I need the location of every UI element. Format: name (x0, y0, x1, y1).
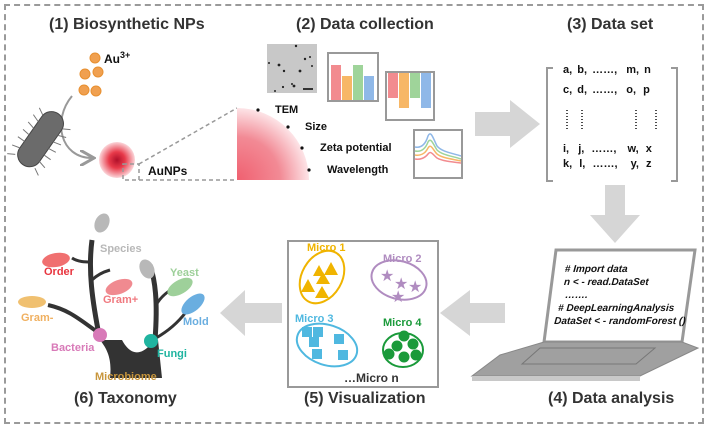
matrix-cell: w, (627, 143, 639, 155)
tem-image (267, 44, 317, 93)
matrix-cell: c, (563, 84, 573, 96)
matrix-cell: x (645, 143, 652, 155)
code-line: # Import data (564, 264, 628, 275)
step-title-biosynthetic: (1) Biosynthetic NPs (49, 16, 205, 33)
step-title-data-collection: (2) Data collection (296, 16, 434, 33)
code-line: ……. (564, 290, 589, 301)
taxon-bacteria: Bacteria (51, 342, 95, 354)
matrix-row-3: i, j, ……, w, x (563, 143, 652, 155)
svg-text:★: ★ (394, 274, 408, 293)
svg-text:★: ★ (380, 266, 394, 285)
matrix-cell: k, (563, 158, 573, 170)
taxon-gram-negative: Gram- (21, 312, 54, 324)
measurement-wavelength: Wavelength (327, 164, 389, 176)
step-title-visualization: (5) Visualization (304, 390, 426, 407)
matrix-cell: j, (578, 143, 585, 155)
matrix-cell: ……, (592, 84, 618, 96)
gold-nanoparticle (99, 142, 135, 178)
gold-ion-cluster (78, 52, 104, 97)
matrix-row-2: c, d, ……, o, p (563, 84, 650, 96)
matrix-vertical-dots (566, 110, 657, 130)
gold-ion-label: Au3+ (104, 50, 130, 66)
matrix-cell: z (645, 158, 652, 170)
taxon-microbiome: Microbiome (95, 371, 157, 383)
synthesis-arrow (60, 95, 92, 158)
step-title-taxonomy: (6) Taxonomy (74, 390, 177, 407)
matrix-cell: ……, (591, 143, 617, 155)
matrix-cell: p (643, 84, 650, 96)
step-title-data-analysis: (4) Data analysis (548, 390, 675, 407)
cluster-label-more: …Micro n (344, 371, 399, 385)
taxon-fungi: Fungi (157, 348, 187, 360)
matrix-cell: o, (626, 84, 636, 96)
laptop-icon (470, 248, 700, 381)
taxon-yeast: Yeast (170, 267, 199, 279)
code-line: n < - read.DataSet (563, 277, 650, 288)
zoom-lines (122, 107, 238, 181)
nanoparticle-magnified (237, 108, 309, 180)
matrix-cell: b, (577, 64, 588, 76)
cluster-label-micro-2: Micro 2 (383, 253, 422, 265)
bacterium-icon (7, 107, 71, 176)
matrix-cell: n (644, 64, 651, 76)
cluster-label-micro-1: Micro 1 (307, 242, 346, 254)
matrix-row-1: a, b, ……, m, n (563, 64, 651, 76)
matrix-cell: ……, (592, 158, 618, 170)
arrow-to-analysis (590, 185, 640, 243)
matrix-cell: y, (630, 158, 639, 170)
matrix-cell: d, (577, 84, 588, 96)
svg-text:★: ★ (391, 287, 405, 306)
measurement-tem: TEM (275, 104, 299, 116)
matrix-cell: l, (579, 158, 586, 170)
taxon-gram-positive: Gram+ (103, 294, 139, 306)
gold-ion-charge: 3+ (120, 50, 131, 60)
matrix-cell: m, (626, 64, 640, 76)
taxon-mold: Mold (183, 316, 209, 328)
matrix-row-4: k, l, ……, y, z (563, 158, 651, 170)
matrix-brackets (546, 67, 678, 182)
aunps-label: AuNPs (148, 164, 188, 178)
cluster-label-micro-3: Micro 3 (295, 313, 334, 325)
arrow-to-visualization (440, 290, 505, 336)
matrix-cell: a, (563, 64, 573, 76)
step-title-data-set: (3) Data set (567, 16, 654, 33)
spectrum-chart-icon (413, 129, 463, 179)
arrow-to-taxonomy (220, 290, 282, 336)
code-line: DataSet < - randomForest () (553, 316, 686, 327)
zeta-chart-icon (385, 71, 435, 121)
visualization-panel: ★★★★ (287, 240, 439, 388)
measurement-bullets (256, 108, 311, 172)
taxon-species: Species (100, 243, 142, 255)
taxonomy-tree (18, 213, 205, 378)
measurement-size: Size (305, 121, 328, 133)
measurement-zeta: Zeta potential (320, 142, 392, 154)
diagram-frame (4, 4, 704, 424)
matrix-cell: ……, (592, 64, 618, 76)
bar-chart-icon (327, 52, 379, 102)
taxon-order: Order (44, 266, 74, 278)
gold-ion-symbol: Au (104, 52, 120, 66)
analysis-code: # Import data n < - read.DataSet ……. # D… (554, 263, 690, 328)
svg-text:★: ★ (408, 277, 422, 296)
code-line: # DeepLearningAnalysis (557, 303, 675, 314)
arrow-to-dataset (475, 100, 540, 148)
matrix-cell: i, (563, 143, 570, 155)
cluster-label-micro-4: Micro 4 (383, 317, 422, 329)
